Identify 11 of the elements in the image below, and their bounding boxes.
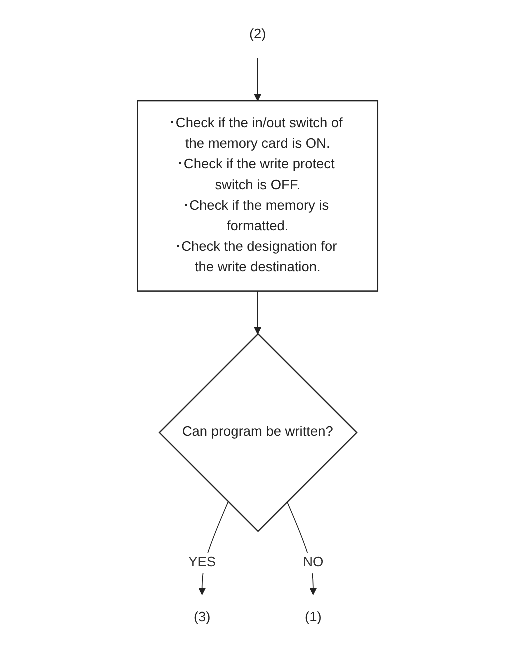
edge-label: NO xyxy=(302,555,324,570)
arrow xyxy=(254,290,262,334)
node-diamond xyxy=(158,333,358,532)
node-text: (3) xyxy=(194,610,210,625)
edge-label: YES xyxy=(188,555,216,570)
node-box xyxy=(136,100,378,292)
flowchart: YES NO (2) ･Check if the in/out switch of the memory card is ON. ･Check if the write protect switch is OFF. ･Check if the memory is formatted. ･Check the designation for the write destination. Can program be written? (3) (1) xyxy=(130,5,384,648)
arrow xyxy=(254,58,262,102)
node-text: (2) xyxy=(249,27,266,42)
node-text: (1) xyxy=(304,610,322,625)
arrow xyxy=(286,502,317,596)
